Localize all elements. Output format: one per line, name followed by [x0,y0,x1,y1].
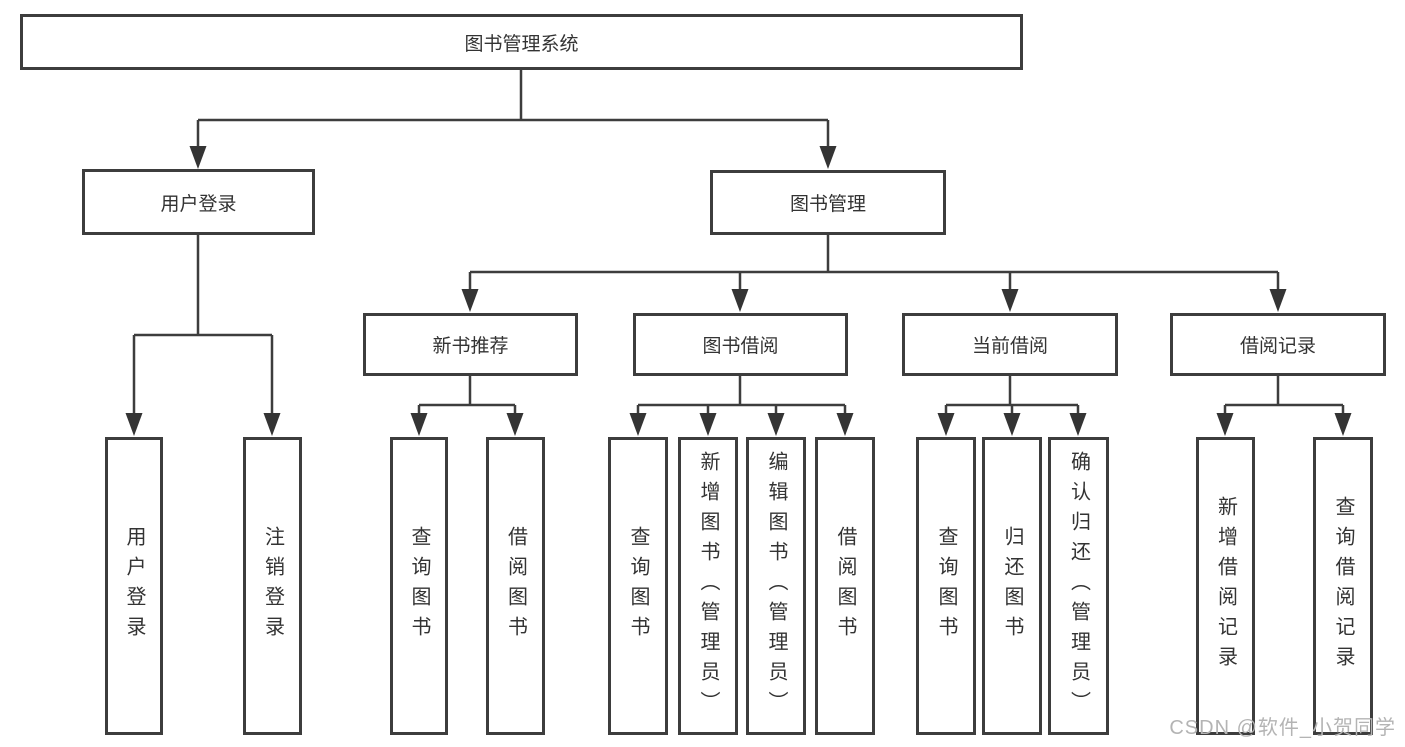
node-label: 用户登录 [123,526,145,646]
arrow-icon [699,413,717,436]
wire-current-to-leaves [944,376,1080,416]
arrow-icon [1269,289,1287,312]
arrow-icon [263,413,281,436]
node-label: 新书推荐 [432,336,509,357]
arrow-icon [836,413,854,436]
node-current-borrowing: 当前借阅 [902,313,1118,376]
leaf-query-books-borrowing: 查询图书 [608,437,668,735]
arrow-icon [1003,413,1021,436]
arrow-icon [629,413,647,436]
arrow-icon [125,413,143,436]
node-label: 图书借阅 [702,336,779,357]
leaf-query-books-current: 查询图书 [916,437,976,735]
wire-root-to-level2 [196,70,830,150]
node-new-book-recommend: 新书推荐 [363,313,578,376]
leaf-query-borrow-record: 查询借阅记录 [1313,437,1373,735]
csdn-watermark: CSDN @软件_小贺同学 [1169,717,1396,739]
arrow-icon [767,413,785,436]
leaf-edit-books-admin: 编辑图书（管理员） [746,437,806,735]
arrow-icon [1334,413,1352,436]
node-label: 新增图书（管理员） [697,451,719,721]
wire-newbook-to-leaves [417,376,517,416]
arrowheads [125,146,1352,436]
node-label: 图书管理 [789,194,866,215]
node-label: 注销登录 [261,526,284,646]
node-label: 查询图书 [935,526,957,646]
node-borrowing-records: 借阅记录 [1170,313,1386,376]
arrow-icon [506,413,524,436]
node-label: 查询借阅记录 [1332,496,1354,676]
node-label: 当前借阅 [971,336,1048,357]
node-label: 新增借阅记录 [1214,496,1237,676]
wire-records-to-leaves [1223,376,1345,416]
leaf-return-books: 归还图书 [982,437,1042,735]
leaf-borrow-books-recommend: 借阅图书 [486,437,545,735]
node-book-management: 图书管理 [710,170,946,235]
node-library-management-system: 图书管理系统 [20,14,1023,70]
arrow-icon [937,413,955,436]
leaf-add-borrow-record: 新增借阅记录 [1196,437,1255,735]
node-label: 借阅图书 [834,526,856,646]
arrow-icon [731,289,749,312]
node-label: 编辑图书（管理员） [765,451,787,721]
node-label: 借阅记录 [1239,336,1316,357]
arrow-icon [819,146,837,169]
arrow-icon [1216,413,1234,436]
arrow-icon [1069,413,1087,436]
arrow-icon [410,413,428,436]
wire-bookmgmt-to-level3 [468,235,1280,293]
node-label: 用户登录 [160,193,237,215]
wire-borrowing-to-leaves [636,376,847,416]
node-book-borrowing: 图书借阅 [633,313,848,376]
wire-userlogin-to-leaves [132,235,274,416]
node-user-login: 用户登录 [82,169,315,235]
leaf-confirm-return-admin: 确认归还（管理员） [1048,437,1109,735]
node-label: 归还图书 [1001,526,1023,646]
node-label: 确认归还（管理员） [1067,451,1090,721]
node-label: 图书管理系统 [464,33,579,55]
node-label: 借阅图书 [504,526,527,646]
leaf-user-login: 用户登录 [105,437,163,735]
node-label: 查询图书 [627,526,649,646]
arrow-icon [461,289,479,312]
leaf-add-books-admin: 新增图书（管理员） [678,437,738,735]
node-label: 查询图书 [408,526,430,646]
arrow-icon [1001,289,1019,312]
arrow-icon [189,146,207,169]
leaf-query-books-recommend: 查询图书 [390,437,448,735]
leaf-logout: 注销登录 [243,437,302,735]
leaf-borrow-books-borrowing: 借阅图书 [815,437,875,735]
